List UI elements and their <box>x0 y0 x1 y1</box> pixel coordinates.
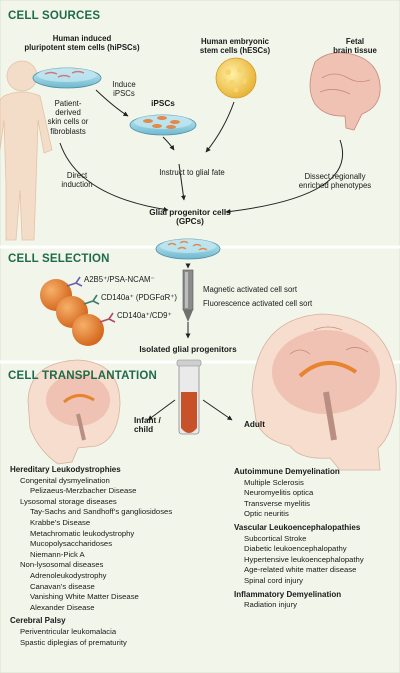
adult-brain-icon <box>251 313 397 471</box>
disease-list-item: Metachromatic leukodystrophy <box>30 528 135 538</box>
section-heading-cell-sources: CELL SOURCES <box>8 10 101 22</box>
disease-category-heading: Cerebral Palsy <box>10 616 66 626</box>
disease-list-item: Tay-Sachs and Sandhoff’s gangliosidoses <box>30 507 173 517</box>
instruct-glial-fate-label: Instruct to glial fate <box>159 168 225 177</box>
section-heading-cell-selection: CELL SELECTION <box>8 253 110 265</box>
disease-list-item: Spastic diplegias of prematurity <box>20 637 127 647</box>
disease-list-item: Vanishing White Matter Disease <box>30 592 139 602</box>
disease-list-item: Periventricular leukomalacia <box>20 626 117 636</box>
disease-category-heading: Vascular Leukoencephalopathies <box>234 522 361 532</box>
test-tube-icon <box>176 359 202 435</box>
disease-list-item: Niemann-Pick A <box>30 549 85 559</box>
disease-category-heading: Hereditary Leukodystrophies <box>10 465 121 474</box>
ipscs-label: iPSCs <box>151 99 175 108</box>
embryonic-stem-cell-icon <box>215 57 257 99</box>
infant-child-label: Infant /child <box>134 416 161 435</box>
disease-list-item: Radiation injury <box>244 600 297 610</box>
disease-list-item: Pelizaeus-Merzbacher Disease <box>30 486 137 496</box>
section-heading-cell-transplantation: CELL TRANSPLANTATION <box>8 370 158 382</box>
disease-list-item: Age-related white matter disease <box>244 565 357 575</box>
disease-list-item: Alexander Disease <box>30 602 95 612</box>
disease-list-item: Transverse myelitis <box>244 498 310 508</box>
infant-brain-icon <box>27 359 121 465</box>
silhouette-icon <box>0 60 53 241</box>
disease-list-item: Subcortical Stroke <box>244 533 307 543</box>
disease-category-heading: Inflammatory Demyelination <box>234 589 342 599</box>
disease-list-item: Optic neuritis <box>244 509 289 519</box>
disease-list-item: Krabbe’s Disease <box>30 517 91 527</box>
marker-cd140a-label: CD140a⁺ (PDGFαR⁺) <box>101 293 177 302</box>
disease-list-item: Canavan’s disease <box>30 581 95 591</box>
disease-list-item: Lysosomal storage diseases <box>20 496 117 506</box>
disease-list-item: Spinal cord injury <box>244 575 303 585</box>
disease-list-item: Non-lysosomal diseases <box>20 560 104 570</box>
disease-list-item: Mucopolysaccharidoses <box>30 539 113 549</box>
fetal-brain-icon <box>309 52 381 131</box>
isolated-progenitors-label: Isolated glial progenitors <box>139 345 237 354</box>
disease-list-item: Hypertensive leukoencephalopathy <box>244 554 364 564</box>
petri-dish-icon <box>32 67 102 89</box>
marker-cd9-label: CD140a⁺/CD9⁺ <box>117 311 172 320</box>
adult-label: Adult <box>244 420 265 429</box>
disease-category-heading: Autoimmune Demyelination <box>234 467 340 476</box>
disease-list-item: Diabetic leukoencephalopathy <box>244 544 347 554</box>
marker-a2b5-label: A2B5⁺/PSA-NCAM⁻ <box>84 275 155 284</box>
mags-label: Magnetic activated cell sort <box>203 285 298 294</box>
disease-list-item: Multiple Sclerosis <box>244 477 304 487</box>
facs-label: Fluorescence activated cell sort <box>203 299 313 308</box>
disease-list-item: Adrenoleukodystrophy <box>30 570 107 580</box>
sorting-column-icon <box>182 269 194 339</box>
selection-cells <box>40 279 104 346</box>
disease-list-item: Congenital dysmyelination <box>20 475 110 485</box>
petri-dish-icon <box>129 114 197 136</box>
antibody-icon <box>66 276 116 323</box>
disease-list-item: Neuromyelitis optica <box>244 488 314 498</box>
petri-dish-icon <box>155 238 221 260</box>
gpc-label: Glial progenitor cells(GPCs) <box>149 208 231 227</box>
